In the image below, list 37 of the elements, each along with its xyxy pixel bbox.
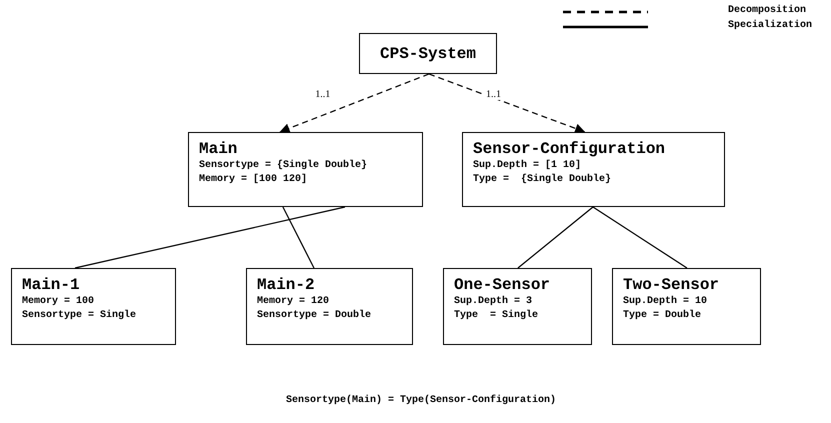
attribute-text: Sup.Depth = 10 xyxy=(623,295,708,309)
box-title: Main-2 xyxy=(257,275,315,295)
class-box xyxy=(443,268,592,345)
edge-label: 1..1 xyxy=(314,89,332,100)
legend-text: Specialization xyxy=(728,20,812,31)
box-title: Main-1 xyxy=(22,275,80,295)
attribute-text: Sensortype = {Single Double} xyxy=(199,159,368,173)
attribute-text: Memory = 100 xyxy=(22,295,94,309)
class-box xyxy=(612,268,761,345)
edge-label: 1..1 xyxy=(485,89,502,100)
connector-line xyxy=(518,206,594,268)
class-box xyxy=(246,268,413,345)
class-box xyxy=(11,268,176,345)
connector-line xyxy=(74,206,346,269)
box-title: One-Sensor xyxy=(454,275,550,295)
attribute-text: Sensortype = Double xyxy=(257,309,372,323)
box-title: Two-Sensor xyxy=(623,275,720,295)
connector-line xyxy=(592,206,688,268)
attribute-text: Sup.Depth = [1 10] xyxy=(473,159,582,173)
constraint-note: Sensortype(Main) = Type(Sensor-Configuration) xyxy=(286,395,556,406)
attribute-text: Type = Single xyxy=(454,309,538,323)
class-box xyxy=(188,132,423,207)
attribute-text: Type = {Single Double} xyxy=(473,173,612,187)
box-title: Main xyxy=(199,139,238,159)
connector-line xyxy=(282,206,314,268)
box-title: Sensor-Configuration xyxy=(473,139,666,159)
dashed-arrow xyxy=(428,73,586,134)
box-title: CPS-System xyxy=(380,44,476,64)
attribute-text: Type = Double xyxy=(623,309,702,323)
legend-text: Decomposition xyxy=(728,5,806,16)
class-box xyxy=(462,132,725,207)
attribute-text: Sup.Depth = 3 xyxy=(454,295,532,309)
attribute-text: Memory = [100 120] xyxy=(199,173,308,187)
dashed-arrow xyxy=(279,73,430,134)
attribute-text: Memory = 120 xyxy=(257,295,330,309)
class-box xyxy=(359,33,497,74)
attribute-text: Sensortype = Single xyxy=(22,309,136,323)
